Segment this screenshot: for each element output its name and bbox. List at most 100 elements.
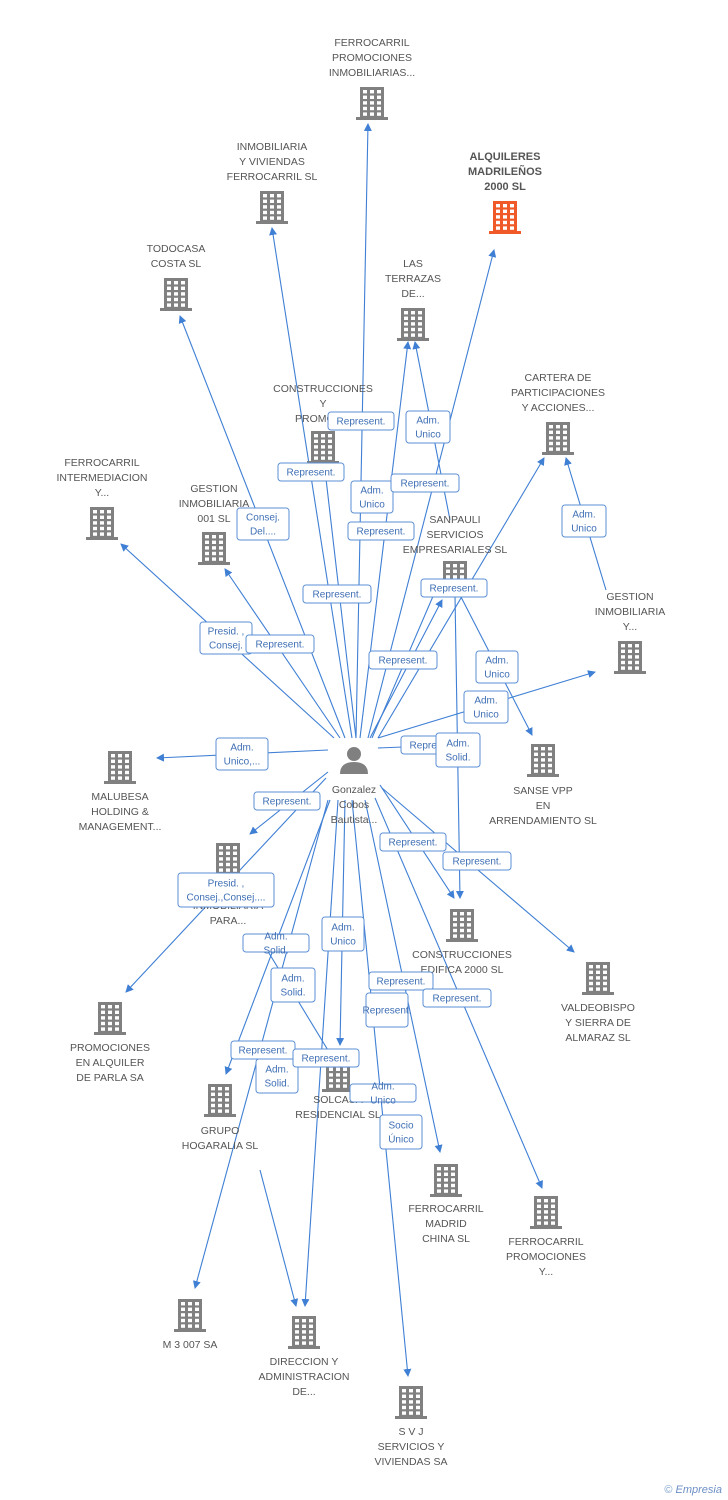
person-body (340, 762, 368, 774)
building-window (437, 1172, 441, 1176)
relation-label[interactable]: Represent. (347, 521, 415, 541)
building-window (100, 526, 104, 531)
building-window (544, 1204, 548, 1208)
company-node-m-3-007[interactable]: M 3 007 SA (163, 1299, 218, 1351)
company-node-ferrocarril-intermediacion[interactable]: FERROCARRILINTERMEDIACIONY... (56, 457, 148, 540)
relation-label[interactable]: Adm.Unico (350, 480, 394, 514)
building-window (544, 1221, 548, 1225)
company-label-line: PROMOCIONES (70, 1042, 150, 1054)
company-node-gestion-inmobiliaria-y[interactable]: GESTIONINMOBILIARIAY... (595, 591, 666, 674)
relation-label[interactable]: Adm.Unico (475, 650, 519, 684)
building-base (542, 452, 574, 455)
building-window (93, 526, 97, 531)
building-base (322, 1089, 354, 1092)
relation-label[interactable]: Adm.Solid. (255, 1058, 299, 1094)
relation-label[interactable]: Adm.Solid. (270, 967, 316, 1003)
building-window (635, 660, 639, 665)
relation-label[interactable]: Adm.Solid. (435, 732, 481, 768)
building-window (309, 1335, 313, 1340)
company-label-line: Y... (623, 621, 637, 633)
company-label-line: SERVICIOS Y (378, 1441, 445, 1453)
building-window (188, 1318, 192, 1323)
relation-label[interactable]: Represent. (253, 791, 321, 811)
relation-label[interactable]: Represent. (442, 851, 512, 871)
building-base (160, 308, 192, 311)
relation-label[interactable]: Consej.Del.... (236, 507, 290, 541)
relation-label[interactable]: Adm.Solid. (242, 932, 310, 957)
building-window (336, 1067, 340, 1071)
building-window (302, 1324, 306, 1328)
company-node-las-terrazas-de[interactable]: LASTERRAZASDE... (385, 258, 441, 341)
building-window (93, 521, 97, 525)
building-window (416, 1400, 420, 1404)
building-window (277, 194, 281, 198)
relation-label[interactable]: Presid. ,Consej. (199, 621, 253, 655)
building-icon (582, 962, 614, 995)
company-node-ferrocarril-promociones-inmobiliarias[interactable]: FERROCARRILPROMOCIONESINMOBILIARIAS... (329, 37, 415, 120)
relation-label[interactable]: Represent. (327, 411, 395, 431)
company-label-line: SANPAULI (429, 514, 480, 526)
relation-label[interactable]: Represent. (363, 992, 412, 1028)
person-node[interactable]: GonzalezCobosBautista... (331, 747, 378, 826)
relation-label[interactable]: Presid. ,Consej.,Consej.... (177, 872, 275, 908)
relation-label[interactable]: Represent. (292, 1048, 360, 1068)
company-label-line: PARTICIPACIONES (511, 387, 605, 399)
relation-label[interactable]: Represent. (368, 971, 434, 991)
company-node-direccion-y-administracion[interactable]: DIRECCION YADMINISTRACIONDE... (258, 1316, 350, 1398)
building-window (451, 1183, 455, 1188)
building-window (460, 912, 464, 916)
building-window (541, 769, 545, 773)
building-window (460, 575, 464, 579)
building-window (295, 1324, 299, 1328)
building-window (314, 439, 318, 443)
relation-label-box (255, 1058, 299, 1094)
relation-label[interactable]: Adm.Unico,... (215, 737, 269, 771)
relation-label[interactable]: Represent. (390, 473, 460, 493)
relation-label[interactable]: Adm.Unico (321, 916, 365, 952)
relation-label-box (561, 504, 607, 538)
relation-label[interactable]: Represent. (368, 650, 438, 670)
brand-logo[interactable]: Empresia (675, 1484, 722, 1496)
building-window (118, 759, 122, 763)
building-window (621, 655, 625, 659)
relation-label[interactable]: Represent. (420, 578, 488, 598)
building-window (444, 1183, 448, 1188)
relation-label[interactable]: Represent. (230, 1040, 296, 1060)
relation-label[interactable]: Represent. (277, 462, 345, 482)
relation-label[interactable]: Adm.Unico (349, 1082, 417, 1107)
building-icon (530, 1196, 562, 1229)
building-window (181, 286, 185, 290)
building-window (329, 1084, 333, 1088)
building-icon (397, 308, 429, 341)
relation-label[interactable]: Represent. (379, 832, 447, 852)
building-window (174, 286, 178, 290)
relation-label[interactable]: Represent. (245, 634, 315, 654)
relation-label[interactable]: Adm.Unico (561, 504, 607, 538)
building-window (93, 515, 97, 519)
building-window (603, 976, 607, 980)
relation-label-text: Adm. (331, 923, 354, 934)
company-node-ferrocarril-promociones-y[interactable]: FERROCARRILPROMOCIONESY... (506, 1196, 586, 1278)
relation-label[interactable]: Represent. (302, 584, 372, 604)
relation-label[interactable]: Adm.Unico (405, 410, 451, 444)
relation-label-text: Adm. (230, 743, 253, 754)
relation-label[interactable]: Adm.Unico (463, 690, 509, 724)
building-window (496, 209, 500, 213)
company-node-construcciones-y-promoc[interactable]: CONSTRUCCIONESYPROMOC... (273, 383, 373, 464)
building-icon (174, 1299, 206, 1332)
relation-label[interactable]: Represent. (422, 988, 492, 1008)
